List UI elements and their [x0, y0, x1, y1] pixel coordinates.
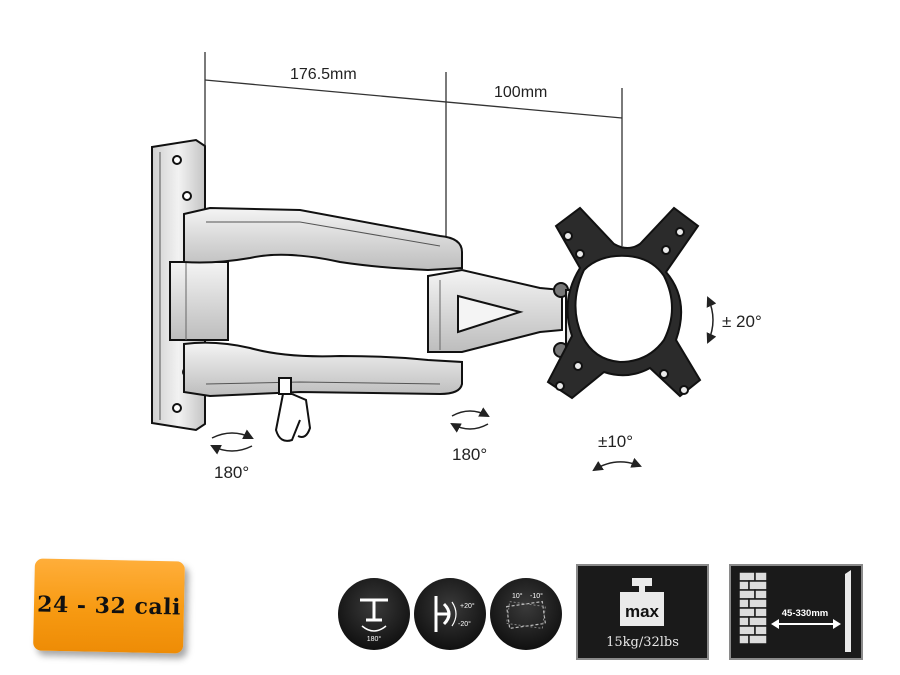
tilt-label-vertical: ± 20°	[722, 312, 762, 331]
dimension-arm-length: 176.5mm	[290, 66, 357, 83]
upper-arm	[183, 206, 463, 272]
level-minus-label: -10°	[530, 592, 543, 600]
brick-wall	[738, 571, 768, 645]
max-load-icon: max 15kg/32lbs	[576, 564, 709, 660]
lower-arm	[183, 341, 463, 398]
tilt-plus-label: +20°	[460, 602, 475, 610]
tilt-feature-icon: +20° -20°	[414, 578, 486, 650]
extension-arm	[427, 268, 563, 353]
level-plus-label: 10°	[512, 592, 523, 600]
dimension-plate-offset: 100mm	[494, 84, 547, 101]
tilt-arrow-vertical	[706, 296, 717, 344]
rotation-arrow-wall	[210, 429, 254, 455]
rotation-arrow-arm	[450, 407, 490, 433]
tilt-minus-label: -20°	[458, 620, 471, 628]
wall-hinge	[169, 261, 229, 341]
swivel-feature-icon: 180°	[338, 578, 410, 650]
max-weight-label: 15kg/32lbs	[606, 635, 679, 650]
tilt-arrow-horizontal	[592, 457, 642, 472]
vesa-plate	[546, 206, 702, 400]
level-feature-icon: 10° -10°	[490, 578, 562, 650]
swivel-angle-label: 180°	[367, 635, 382, 643]
rotation-label-wall: 180°	[214, 463, 249, 482]
cable-hook	[274, 377, 312, 442]
wall-distance-label: 45-330mm	[782, 608, 828, 619]
screen-size-label: 24 - 32 cali	[36, 591, 182, 621]
screen-size-badge: 24 - 32 cali	[33, 558, 185, 654]
wall-distance-icon: 45-330mm	[729, 564, 863, 660]
rotation-label-arm: 180°	[452, 445, 487, 464]
tilt-label-horizontal: ±10°	[598, 432, 633, 451]
max-word: max	[625, 602, 660, 621]
